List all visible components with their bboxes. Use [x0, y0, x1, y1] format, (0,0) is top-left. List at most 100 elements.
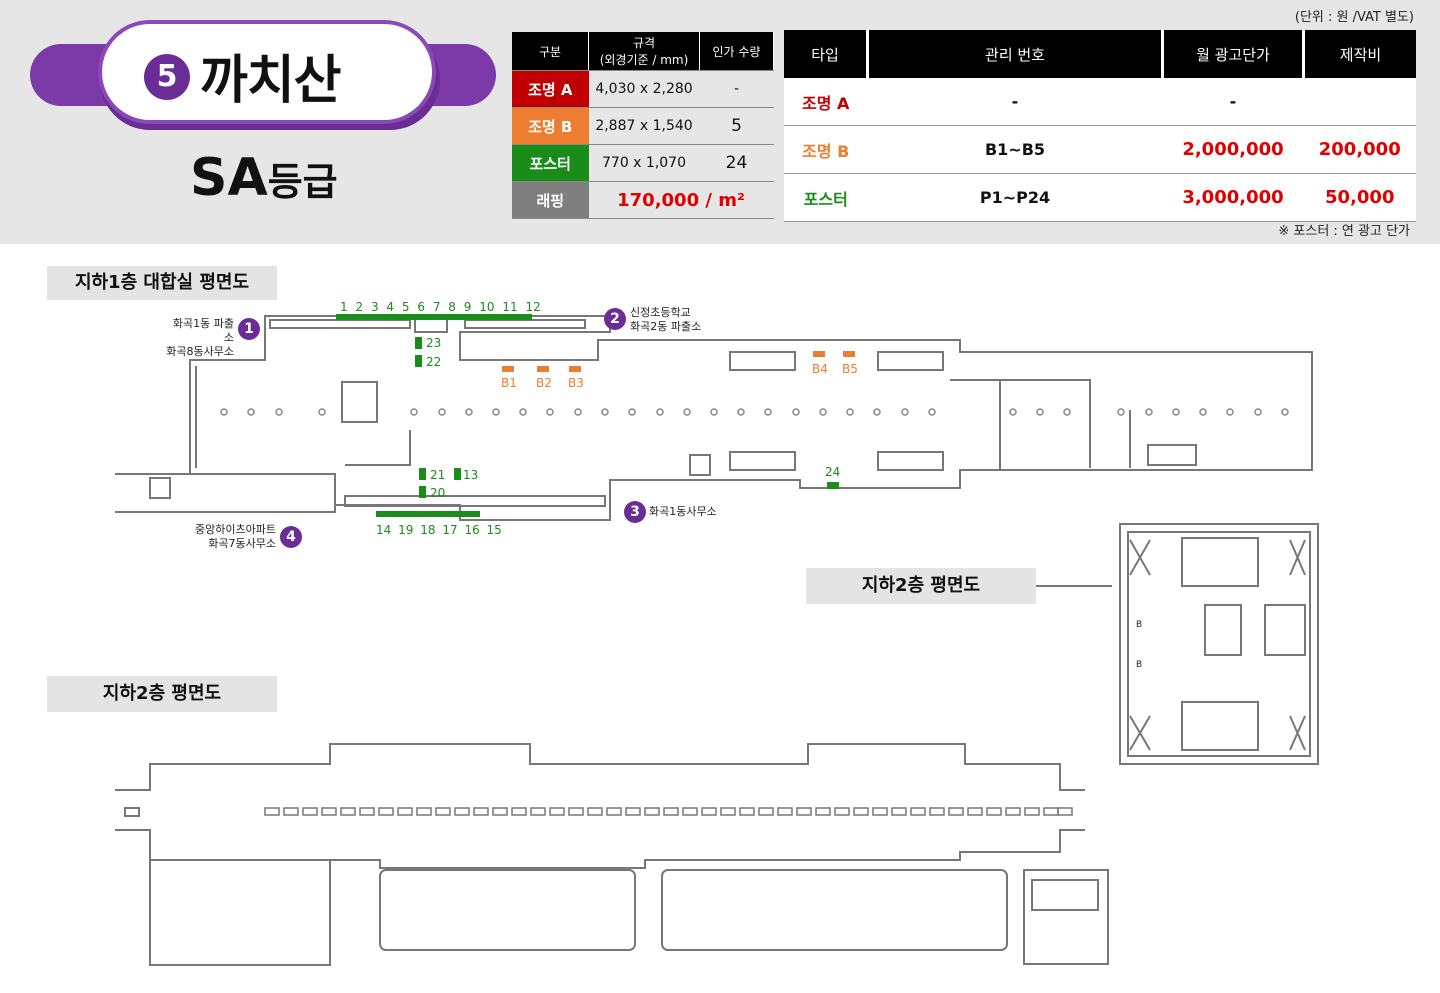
spec-size: 2,887 x 1,540 — [588, 107, 700, 145]
poster-price-note: ※ 포스터 : 연 광고 단가 — [1278, 224, 1410, 239]
price-production: 200,000 — [1303, 125, 1416, 174]
poster-label: 22 — [426, 355, 442, 369]
spec-header-size-line2: (외경기준 / mm) — [599, 53, 689, 67]
spec-header-size: 규격 (외경기준 / mm) — [588, 32, 700, 71]
poster-label: 14 — [376, 523, 392, 537]
spec-qty: - — [699, 70, 774, 108]
poster-label: 17 — [442, 523, 458, 537]
spec-label-wrapping: 래핑 — [512, 181, 589, 219]
price-header-row: 타입 관리 번호 월 광고단가 제작비 — [784, 30, 1416, 78]
spec-header-category: 구분 — [512, 32, 589, 71]
poster-label: 19 — [398, 523, 414, 537]
price-monthly: 2,000,000 — [1162, 125, 1304, 174]
price-row: 포스터 P1~P24 3,000,000 50,000 — [784, 173, 1416, 222]
poster-label: 16 — [464, 523, 480, 537]
grade-prefix: SA — [190, 148, 268, 208]
poster-label: 12 — [525, 300, 541, 314]
light-b-marks — [502, 351, 855, 372]
poster-label: 11 — [502, 300, 518, 314]
price-row: 조명 B B1~B5 2,000,000 200,000 — [784, 125, 1416, 174]
price-production — [1303, 78, 1416, 126]
poster-label: 2 — [355, 300, 364, 314]
exit-4-badge: 4 — [280, 526, 302, 548]
station-number-badge: 5 — [144, 54, 190, 100]
poster-label: 21 — [430, 468, 446, 482]
b1-plan-columns — [220, 408, 1289, 416]
poster-label: 7 — [432, 300, 441, 314]
poster-label: 10 — [479, 300, 495, 314]
poster-label: 24 — [825, 465, 841, 479]
grade-suffix: 등급 — [267, 160, 338, 204]
price-table: 타입 관리 번호 월 광고단가 제작비 조명 A - - 조명 B B1~B5 … — [784, 30, 1416, 222]
light-b-label: B4 — [812, 362, 828, 376]
poster-label: 9 — [463, 300, 472, 314]
b2-small-plan — [1036, 523, 1319, 765]
exit-1-line1: 화곡1동 파출소 — [172, 317, 234, 344]
poster-labels-bottom: 14 19 18 17 16 15 — [376, 523, 502, 537]
exit-2-line2: 화곡2동 파출소 — [630, 320, 702, 333]
light-b-label: B1 — [501, 376, 517, 390]
b2-mark: B — [1136, 620, 1143, 630]
exit-2-line1: 신정초등학교 — [630, 306, 691, 319]
poster-label: 15 — [486, 523, 502, 537]
exit-1-line2: 화곡8동사무소 — [166, 345, 234, 358]
spec-size: 770 x 1,070 — [588, 144, 700, 182]
spec-row: 조명 B 2,887 x 1,540 5 — [512, 107, 774, 145]
spec-header-qty: 인가 수량 — [699, 32, 774, 71]
price-code: B1~B5 — [867, 125, 1163, 174]
poster-label: 6 — [417, 300, 425, 314]
exit-3-badge: 3 — [624, 501, 646, 523]
spec-header-row: 구분 규격 (외경기준 / mm) 인가 수량 — [512, 32, 774, 71]
light-b-label: B5 — [842, 362, 858, 376]
poster-label: 8 — [448, 300, 456, 314]
spec-header-size-line1: 규격 — [632, 36, 656, 50]
exit-4-line1: 중앙하이츠아파트 — [195, 523, 276, 536]
spec-row: 조명 A 4,030 x 2,280 - — [512, 70, 774, 108]
poster-label: 3 — [370, 300, 379, 314]
price-monthly: 3,000,000 — [1162, 173, 1304, 222]
spec-row: 포스터 770 x 1,070 24 — [512, 144, 774, 182]
poster-labels-top: 1 2 3 4 5 6 7 8 9 10 11 12 — [340, 300, 541, 314]
spec-label-light-a: 조명 A — [512, 70, 589, 108]
exit-4-line2: 화곡7동사무소 — [208, 537, 276, 550]
station-name: 까치산 — [200, 51, 342, 111]
price-type-light-a: 조명 A — [784, 78, 868, 126]
poster-label: 4 — [386, 300, 395, 314]
spec-qty: 24 — [699, 144, 774, 182]
b2-plan-title-large: 지하2층 평면도 — [47, 676, 277, 712]
poster-label: 5 — [401, 300, 410, 314]
poster-label: 1 — [340, 300, 348, 314]
price-code: P1~P24 — [867, 173, 1163, 222]
light-b-label: B3 — [568, 376, 584, 390]
exit-3-label: 화곡1동사무소 — [649, 505, 717, 518]
price-type-light-b: 조명 B — [784, 125, 868, 174]
b1-plan-outline — [115, 315, 1313, 521]
price-production: 50,000 — [1303, 173, 1416, 222]
spec-row-wrapping: 래핑 170,000 / m² — [512, 181, 774, 219]
poster-label: 18 — [420, 523, 436, 537]
light-b-label: B2 — [536, 376, 552, 390]
wrapping-price: 170,000 / m² — [588, 181, 774, 219]
spec-label-poster: 포스터 — [512, 144, 589, 182]
b2-mark: B — [1136, 660, 1143, 670]
b2-platform-columns — [264, 807, 1073, 816]
poster-label: 13 — [463, 468, 479, 482]
b2-plan-title-small: 지하2층 평면도 — [806, 568, 1036, 604]
poster-marks — [336, 314, 839, 517]
price-row: 조명 A - - — [784, 78, 1416, 126]
price-header-code: 관리 번호 — [867, 30, 1164, 78]
exit-2-badge: 2 — [604, 308, 626, 330]
price-header-monthly: 월 광고단가 — [1162, 30, 1305, 78]
unit-note: (단위 : 원 /VAT 별도) — [1294, 10, 1414, 25]
b2-large-plan — [115, 743, 1109, 966]
poster-label: 20 — [430, 486, 446, 500]
price-header-production: 제작비 — [1303, 30, 1416, 78]
price-monthly: - — [1162, 78, 1304, 126]
price-type-poster: 포스터 — [784, 173, 868, 222]
station-grade: SA등급 — [190, 148, 338, 208]
exit-1-badge: 1 — [238, 318, 260, 340]
b1-plan-title: 지하1층 대합실 평면도 — [47, 266, 277, 300]
